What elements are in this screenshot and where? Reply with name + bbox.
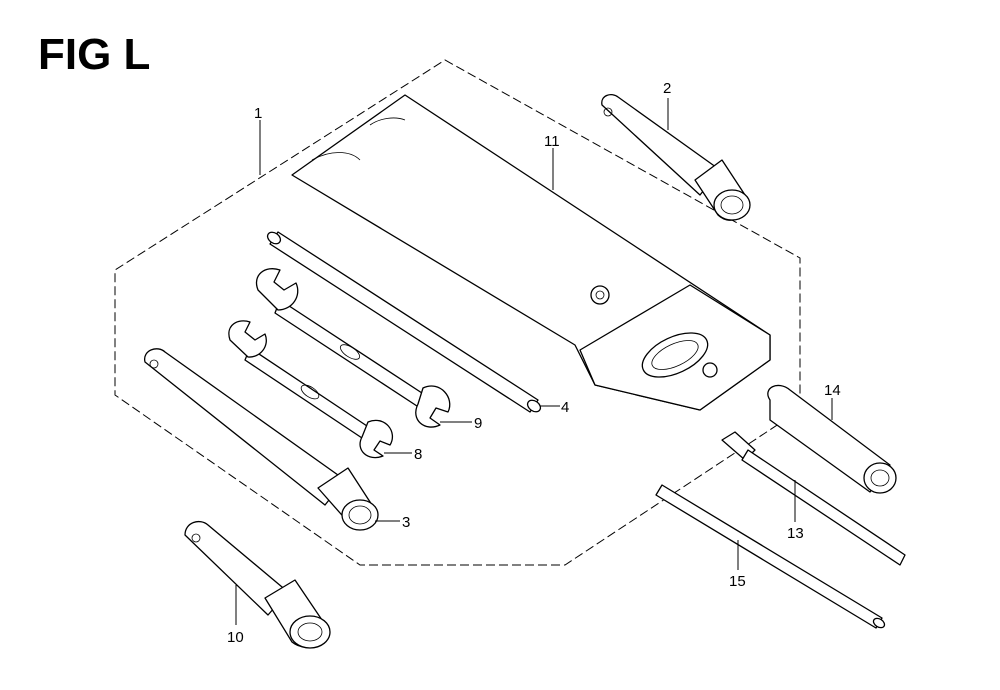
callout-9: 9 bbox=[474, 415, 482, 432]
tool-kit-group-outline bbox=[114, 59, 801, 566]
callout-2: 2 bbox=[663, 80, 671, 97]
callout-13: 13 bbox=[787, 525, 804, 542]
socket-wrench-icon bbox=[601, 94, 751, 221]
pin-rod-icon bbox=[655, 484, 886, 629]
screwdriver-grip-icon bbox=[767, 384, 897, 494]
callout-14: 14 bbox=[824, 382, 841, 399]
open-end-wrench-small-icon bbox=[228, 320, 393, 459]
callout-4: 4 bbox=[561, 399, 569, 416]
callout-8: 8 bbox=[414, 446, 422, 463]
open-end-wrench-large-icon bbox=[255, 268, 451, 428]
callout-1: 1 bbox=[254, 105, 262, 122]
tool-bag-icon bbox=[291, 94, 771, 411]
callout-10: 10 bbox=[227, 629, 244, 646]
screwdriver-icon bbox=[721, 431, 906, 566]
callout-15: 15 bbox=[729, 573, 746, 590]
handle-bar-icon bbox=[266, 231, 542, 413]
callout-11: 11 bbox=[544, 133, 560, 150]
figure-title: FIG L bbox=[38, 30, 151, 79]
box-wrench-short-icon bbox=[184, 521, 331, 649]
box-wrench-long-icon bbox=[144, 348, 379, 531]
callout-3: 3 bbox=[402, 514, 410, 531]
